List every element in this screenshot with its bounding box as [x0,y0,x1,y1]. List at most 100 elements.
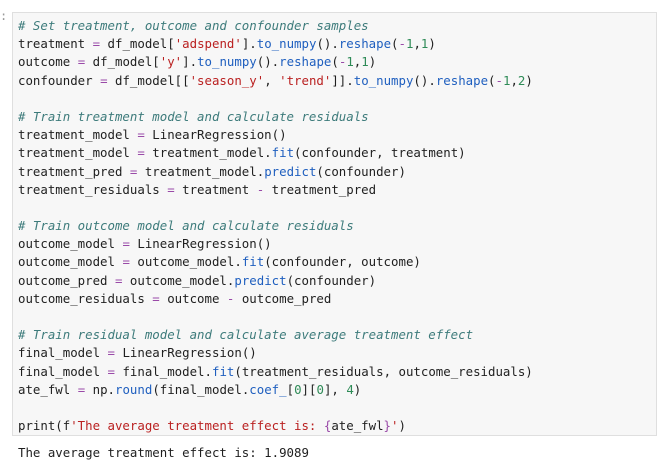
code-token: outcome [159,290,227,306]
code-token: LinearRegression() [115,345,257,361]
code-token: ( [331,54,339,70]
code-line: outcome_model = LinearRegression() [18,235,533,253]
code-token: treatment_model. [144,145,272,161]
code-line [18,90,533,108]
code-token: to_numpy [256,36,317,52]
code-line: outcome = df_model['y'].to_numpy().resha… [18,53,533,71]
code-token: 1 [346,54,354,70]
code-token: 'season_y' [189,72,265,88]
code-line: outcome_residuals = outcome - outcome_pr… [18,290,533,308]
code-token: = [137,127,145,143]
code-token: reshape [435,72,489,88]
code-token: 4 [346,381,354,397]
code-line: final_model = LinearRegression() [18,344,533,362]
code-line: outcome_model = outcome_model.fit(confou… [18,253,533,271]
code-token: ate_fwl [18,381,78,397]
code-token: (treatment_residuals, outcome_residuals) [234,363,533,379]
code-token: treatment [18,36,93,52]
code-token: (). [256,54,280,70]
code-token: ) [368,54,377,70]
code-token: 'y' [159,54,183,70]
code-token: , [510,72,518,88]
code-token: ], [323,381,347,397]
code-token: = [77,54,86,70]
code-token: = [137,145,145,161]
code-token: = [152,290,160,306]
code-token: = [107,363,115,379]
code-token: = [92,36,101,52]
code-token: outcome [18,54,78,70]
code-token: treatment_pred [264,181,377,197]
code-token: - [338,54,347,70]
code-line: # Train outcome model and calculate resi… [18,217,533,235]
code-token: fit [241,254,265,270]
code-token: = [107,345,115,361]
code-token: final_model. [115,363,212,379]
code-token: LinearRegression() [129,236,272,252]
code-token: ) [525,72,533,88]
code-token: ]. [241,36,257,52]
code-token: final_model [18,345,108,361]
code-token: to_numpy [197,54,257,70]
cell-output-text: The average treatment effect is: 1.9089 [18,445,309,460]
code-token: (). [413,72,436,88]
code-token: outcome_model [18,236,123,252]
code-line: final_model = final_model.fit(treatment_… [18,363,533,381]
code-token: reshape [338,36,392,52]
code-token: # Train outcome model and calculate resi… [18,218,354,234]
code-token: - [398,36,406,52]
code-token: (). [316,36,339,52]
code-token: ( [488,72,496,88]
code-token: outcome_pred [18,272,115,288]
code-token: (confounder, treatment) [294,145,466,161]
code-token: (final_model. [152,381,250,397]
code-block[interactable]: # Set treatment, outcome and confounder … [18,17,533,435]
code-line: treatment = df_model['adspend'].to_numpy… [18,35,533,53]
code-line: treatment_residuals = treatment - treatm… [18,181,533,199]
code-token: 0 [316,381,324,397]
code-token: ]. [182,54,198,70]
code-token: ][ [301,381,317,397]
code-line [18,399,533,417]
code-token: [ [286,381,295,397]
code-token: fit [271,145,295,161]
code-token: , [413,36,421,52]
code-line [18,199,533,217]
code-token: , [353,54,362,70]
code-token: reshape [279,54,332,70]
code-line: confounder = df_model[['season_y', 'tren… [18,72,533,90]
code-token: treatment_model [18,127,138,143]
code-token: treatment_model. [137,163,265,179]
code-token: = [122,254,130,270]
code-line: outcome_pred = outcome_model.predict(con… [18,272,533,290]
code-token: 1 [361,54,369,70]
code-token: , [264,72,280,88]
code-line: ate_fwl = np.round(final_model.coef_[0][… [18,381,533,399]
code-token: ' [391,418,399,434]
code-token: outcome_model. [122,272,235,288]
code-token: - [256,181,265,197]
code-token: 0 [294,381,302,397]
code-token: 1 [405,36,414,52]
code-token: 'The average treatment effect is: [70,418,324,434]
code-token: # Train residual model and calculate ave… [18,327,474,343]
code-token: np. [85,381,115,397]
code-token: df_model[ [100,36,175,52]
code-token: predict [264,163,317,179]
code-line [18,308,533,326]
code-line: treatment_model = LinearRegression() [18,126,533,144]
code-token: - [226,290,235,306]
code-token: predict [234,272,287,288]
code-token: ) [428,36,436,52]
code-token: # Set treatment, outcome and confounder … [18,18,369,33]
code-token: outcome_residuals [18,290,153,306]
code-token: outcome_model [18,254,123,270]
code-token: = [167,181,175,197]
code-token: ) [353,381,362,397]
code-token: print(f [18,418,71,434]
code-cell-editor[interactable]: # Set treatment, outcome and confounder … [12,12,657,436]
code-token: df_model[[ [107,72,190,88]
code-token: fit [211,363,235,379]
code-token: ]]. [331,72,354,88]
code-token: = [122,236,130,252]
